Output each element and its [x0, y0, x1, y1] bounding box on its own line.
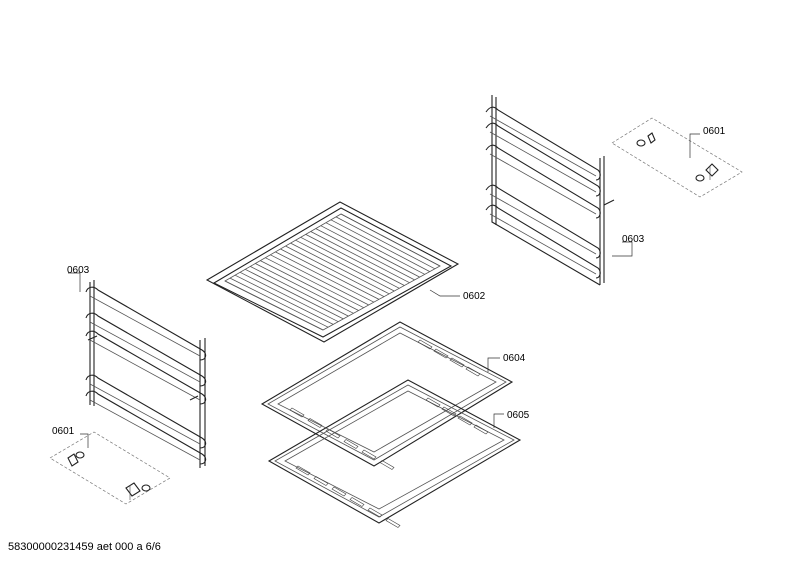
grid-bar	[300, 236, 400, 289]
rack-rung-inner	[89, 339, 201, 401]
grid-bar	[270, 254, 369, 306]
grid-bar	[315, 228, 415, 281]
grid-bar	[285, 245, 385, 297]
rack-rung	[485, 184, 601, 259]
grid-bar	[330, 219, 430, 272]
grid-bar	[234, 274, 334, 325]
tray-slot	[385, 518, 401, 528]
wire-grid-shelf	[205, 201, 460, 343]
rail-clip-set-right	[611, 117, 743, 198]
rack-rung	[85, 312, 207, 387]
tray-slot	[307, 418, 323, 428]
rack-rung	[85, 390, 207, 465]
rack-rung-inner	[489, 153, 597, 215]
grid-bar	[229, 277, 329, 328]
grid-bar	[239, 271, 339, 323]
tray-slot	[425, 397, 441, 408]
grid-bar	[280, 248, 380, 300]
part-label-0601-right: 0601	[703, 126, 726, 137]
grid-bar	[340, 213, 441, 267]
grid-bar	[295, 239, 395, 292]
grid-bar	[290, 242, 390, 295]
grid-bar	[250, 266, 349, 317]
tray-slot	[441, 406, 457, 417]
tray-slot	[349, 497, 365, 507]
baking-tray	[260, 321, 514, 470]
grid-bar	[335, 216, 436, 270]
rack-rung	[85, 374, 207, 449]
grid-bar	[255, 263, 354, 314]
tray-slot	[465, 366, 481, 377]
grid-bar	[245, 268, 344, 320]
tray-slot	[473, 424, 489, 435]
part-label-0602: 0602	[463, 291, 486, 302]
part-label-0601-left: 0601	[52, 426, 75, 437]
rack-rung-inner	[489, 131, 597, 193]
rack-rung-inner	[89, 383, 201, 445]
left-side-shelf-rail	[85, 280, 207, 468]
grid-bar	[275, 251, 375, 303]
tray-slot	[295, 465, 311, 476]
tray-slot	[457, 415, 473, 426]
grid-bar	[265, 257, 364, 309]
right-side-shelf-rail	[485, 95, 615, 286]
rack-rung	[485, 204, 601, 279]
rack-rung	[85, 330, 207, 405]
part-label-0603-left: 0603	[67, 265, 90, 276]
rack-rung	[485, 106, 601, 181]
tray-slot	[289, 407, 305, 418]
grid-bar	[224, 280, 324, 331]
grid-bar	[320, 225, 420, 278]
universal-pan	[267, 379, 522, 528]
rack-rung-inner	[89, 295, 201, 357]
rack-rung-inner	[489, 115, 597, 177]
tray-slot	[449, 357, 465, 368]
rack-rung	[85, 286, 207, 361]
rack-rung-inner	[89, 321, 201, 383]
grid-bar	[325, 222, 425, 275]
rack-rung-inner	[489, 193, 597, 255]
tray-slot	[367, 507, 383, 518]
rack-rung-inner	[89, 399, 201, 461]
tray-slot	[361, 449, 377, 460]
grid-bar	[310, 231, 410, 284]
rack-rung	[485, 144, 601, 219]
grid-bar	[260, 260, 359, 311]
tray-slot	[313, 476, 329, 486]
part-label-0604: 0604	[503, 353, 526, 364]
tray-slot	[417, 339, 433, 350]
tray-slot	[343, 439, 359, 449]
tray-slot	[379, 460, 395, 470]
rail-clip-set-left	[49, 431, 171, 505]
tray-slot	[331, 486, 347, 497]
tray-slot	[325, 428, 341, 439]
rack-rung	[485, 122, 601, 197]
rack-rung-inner	[489, 213, 597, 275]
leader-lines	[68, 133, 700, 448]
part-label-0605: 0605	[507, 410, 530, 421]
document-footer-id: 58300000231459 aet 000 a 6/6	[8, 541, 161, 553]
grid-bar	[305, 234, 405, 286]
tray-slot	[433, 348, 449, 359]
part-label-0603-right: 0603	[622, 234, 645, 245]
